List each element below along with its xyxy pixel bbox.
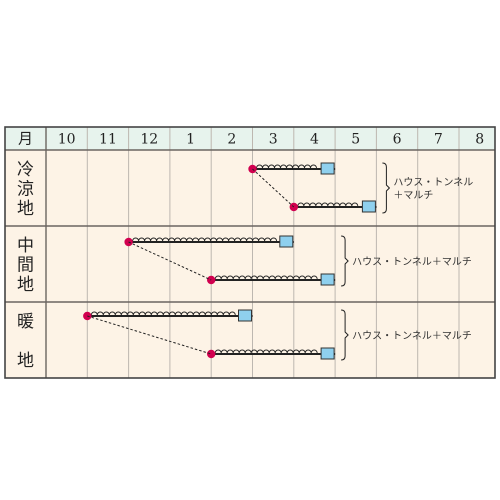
month-tick-label: 2 xyxy=(227,132,236,148)
annotation-text: ハウス・トンネル＋マルチ xyxy=(352,256,472,268)
header-month-label: 月 xyxy=(18,130,33,148)
annotation-text: ＋マルチ xyxy=(393,190,433,202)
region-label-char: 冷 xyxy=(17,160,34,180)
harvest-box xyxy=(320,273,335,286)
header-row-background xyxy=(5,127,495,150)
sowing-connector xyxy=(252,168,295,208)
harvest-box xyxy=(238,309,252,322)
harvest-period-marks xyxy=(256,164,317,169)
chart-frame xyxy=(4,126,496,379)
harvest-box xyxy=(320,162,335,175)
harvest-box xyxy=(279,235,294,248)
region-label-char: 暖 xyxy=(17,312,34,332)
month-tick-label: 6 xyxy=(393,132,402,148)
harvest-period-marks xyxy=(297,202,359,207)
annotation-bracket xyxy=(341,235,349,287)
month-tick-label: 3 xyxy=(269,132,278,148)
harvest-period-marks xyxy=(214,275,318,280)
harvest-box xyxy=(320,347,335,360)
sowing-dot xyxy=(207,349,216,359)
month-tick-label: 1 xyxy=(186,132,195,148)
region-label-char: 地 xyxy=(17,351,34,371)
annotation-text: ハウス・トンネル xyxy=(393,177,473,189)
sowing-connector xyxy=(87,315,212,355)
harvest-box xyxy=(361,200,376,213)
harvest-period-marks xyxy=(90,311,236,316)
annotation-text: ハウス・トンネル＋マルチ xyxy=(352,330,472,342)
region-label-char: 間 xyxy=(17,256,34,276)
region-label-char: 地 xyxy=(17,199,34,219)
harvest-period-marks xyxy=(214,349,318,354)
month-tick-label: 11 xyxy=(99,132,117,148)
sowing-connector xyxy=(128,241,212,281)
region-label-char: 涼 xyxy=(17,180,34,200)
annotation-bracket xyxy=(341,309,349,361)
month-tick-label: 5 xyxy=(351,132,360,148)
month-tick-label: 10 xyxy=(58,132,76,148)
region-label-char: 地 xyxy=(17,275,34,295)
harvest-period-marks xyxy=(132,237,278,242)
month-tick-label: 4 xyxy=(310,132,319,148)
month-tick-label: 7 xyxy=(434,132,443,148)
annotation-bracket xyxy=(382,162,391,214)
month-tick-label: 8 xyxy=(475,132,484,148)
month-tick-label: 12 xyxy=(140,132,158,148)
region-label-char: 中 xyxy=(17,236,34,256)
